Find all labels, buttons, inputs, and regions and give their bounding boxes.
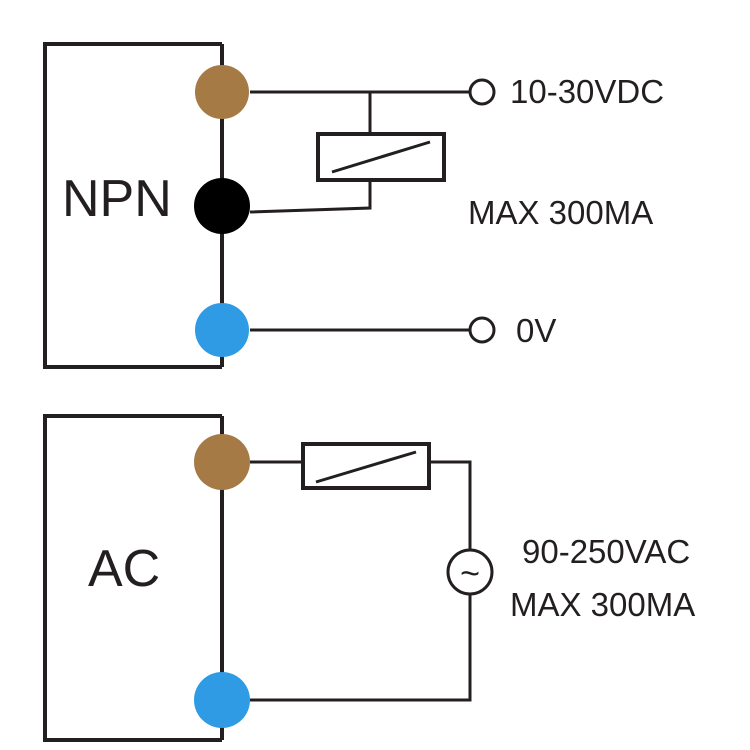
ground-contact (468, 316, 496, 344)
ac-max-current-label: MAX 300MA (510, 586, 695, 623)
npn-black-terminal (194, 178, 250, 234)
ac-blue-terminal (194, 672, 250, 728)
npn-module-label: NPN (62, 170, 172, 228)
ac-module-label: AC (88, 540, 160, 598)
npn-brown-terminal (195, 65, 249, 119)
npn-load-relay (316, 132, 446, 182)
npn-blue-terminal (195, 303, 249, 357)
ac-bottom-wire (250, 594, 472, 702)
npn-max-current-label: MAX 300MA (468, 194, 653, 231)
supply-voltage-label: 10-30VDC (510, 73, 664, 110)
ac-brown-terminal (194, 434, 250, 490)
ac-voltage-label: 90-250VAC (522, 533, 690, 570)
relay-bottom-lead (249, 180, 372, 214)
supply-contact (468, 78, 496, 106)
ac-source-tilde: ~ (460, 555, 480, 593)
ground-label: 0V (516, 312, 556, 349)
ac-source-symbol (446, 548, 494, 596)
ac-load-relay (301, 442, 431, 490)
ac-module-box (43, 414, 222, 742)
ac-section: AC ~ 90-250VAC MAX 300MA (43, 414, 695, 742)
npn-module-box (43, 42, 222, 369)
npn-section: NPN 10-30VDC MAX 300MA 0V (43, 42, 664, 369)
